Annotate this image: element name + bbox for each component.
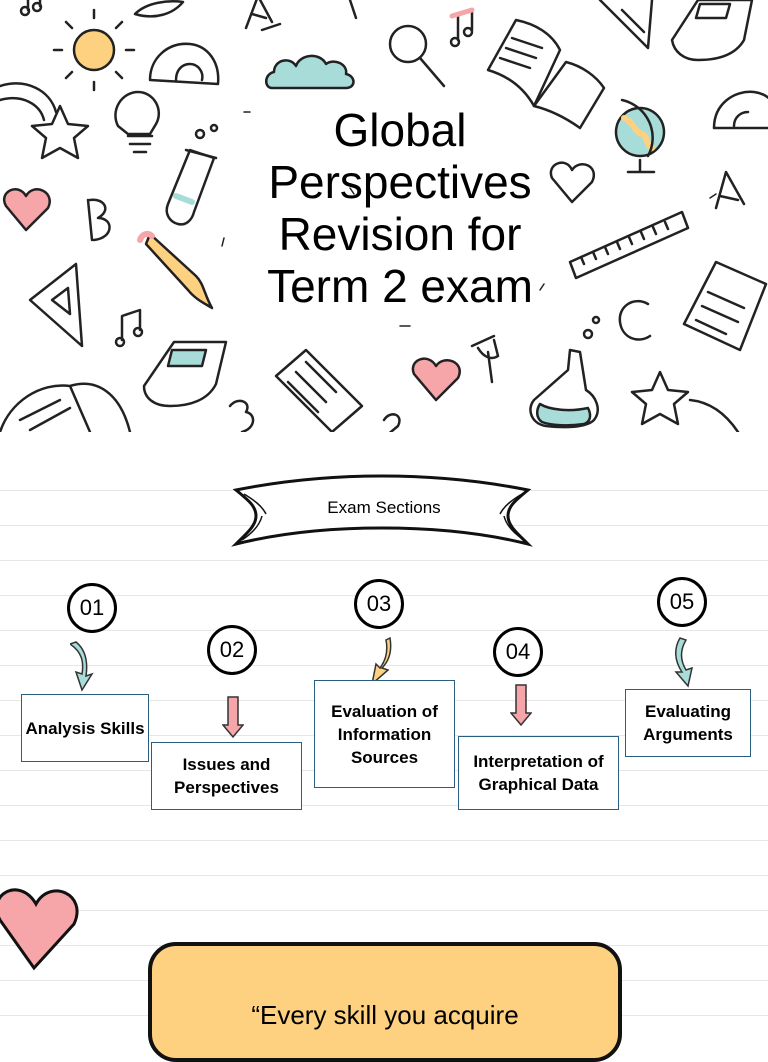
heart-doodle: [2, 188, 51, 232]
music-note-doodle: [19, 0, 43, 17]
music-note-left-doodle: [114, 308, 144, 348]
section-box-evaluating-arguments: Evaluating Arguments: [625, 689, 751, 757]
arrow-down-icon: [70, 641, 94, 692]
pushpin-doodle: [470, 334, 500, 384]
quote-text: “Every skill you acquire: [251, 1000, 519, 1030]
section-number-03: 03: [354, 579, 404, 629]
heart-pink-doodle: [411, 357, 461, 402]
slide-gap: [0, 432, 768, 456]
letter-a-doodle: [244, 0, 282, 32]
set-square-left-doodle: [28, 262, 84, 348]
section-box-evaluation-sources: Evaluation of Information Sources: [314, 680, 455, 788]
open-book-doodle: [486, 18, 606, 130]
star-doodle: [630, 370, 740, 432]
closed-book-doodle: [670, 0, 754, 62]
number-two-doodle: [382, 413, 401, 432]
protractor-doodle: [148, 42, 220, 86]
section-number-01: 01: [67, 583, 117, 633]
paintbrush-doodle: [137, 230, 214, 310]
arrow-down-icon: [510, 684, 532, 727]
section-number-04: 04: [493, 627, 543, 677]
section-number-05: 05: [657, 577, 707, 627]
sun-doodle: [52, 8, 136, 92]
leaf-doodle: [133, 0, 185, 18]
banner-label: Exam Sections: [327, 498, 441, 517]
cover-title-line-2: Perspectives: [268, 156, 532, 208]
magnifier-doodle: [388, 24, 446, 88]
test-tube-doodle: [165, 123, 219, 226]
school-doodles-background: [0, 0, 768, 432]
section-box-issues-perspectives: Issues and Perspectives: [151, 742, 302, 810]
protractor-right-doodle: [712, 90, 768, 130]
arrow-down-icon: [370, 636, 392, 686]
cover-title-line-1: Global: [333, 104, 467, 156]
section-box-analysis-skills: Analysis Skills: [21, 694, 149, 762]
section-box-graphical-data: Interpretation of Graphical Data: [458, 736, 619, 810]
globe-doodle: [614, 98, 666, 174]
letter-c-doodle: [618, 299, 652, 341]
ruler-doodle: [568, 210, 690, 280]
letter-b-doodle: [86, 198, 111, 242]
cloud-doodle: [265, 54, 355, 90]
arrow-down-icon: [222, 696, 244, 739]
cover-title: Global Perspectives Revision for Term 2 …: [230, 104, 570, 312]
ribbon-banner: [231, 474, 533, 547]
lightbulb-doodle: [114, 90, 161, 154]
pencil-doodle: [348, 0, 358, 20]
set-square-doodle: [598, 0, 654, 50]
notebook-doodle: [142, 340, 228, 408]
document-doodle: [274, 348, 364, 432]
heart-outline-doodle: [549, 161, 596, 204]
arrow-down-icon: [674, 637, 694, 688]
flask-doodle: [529, 315, 601, 429]
cover-title-line-4: Term 2 exam: [267, 260, 533, 312]
cover-title-line-3: Revision for: [278, 208, 522, 260]
paper-sheet-doodle: [682, 260, 768, 352]
open-book-bottom-doodle: [0, 382, 132, 432]
letter-a-right-doodle: [714, 170, 746, 210]
number-three-doodle: [228, 399, 255, 432]
cover-slide: Global Perspectives Revision for Term 2 …: [0, 0, 768, 432]
music-note-pink-doodle: [449, 7, 475, 48]
shooting-star-doodle: [0, 82, 90, 160]
section-number-02: 02: [207, 625, 257, 675]
heart-icon: [0, 888, 79, 971]
